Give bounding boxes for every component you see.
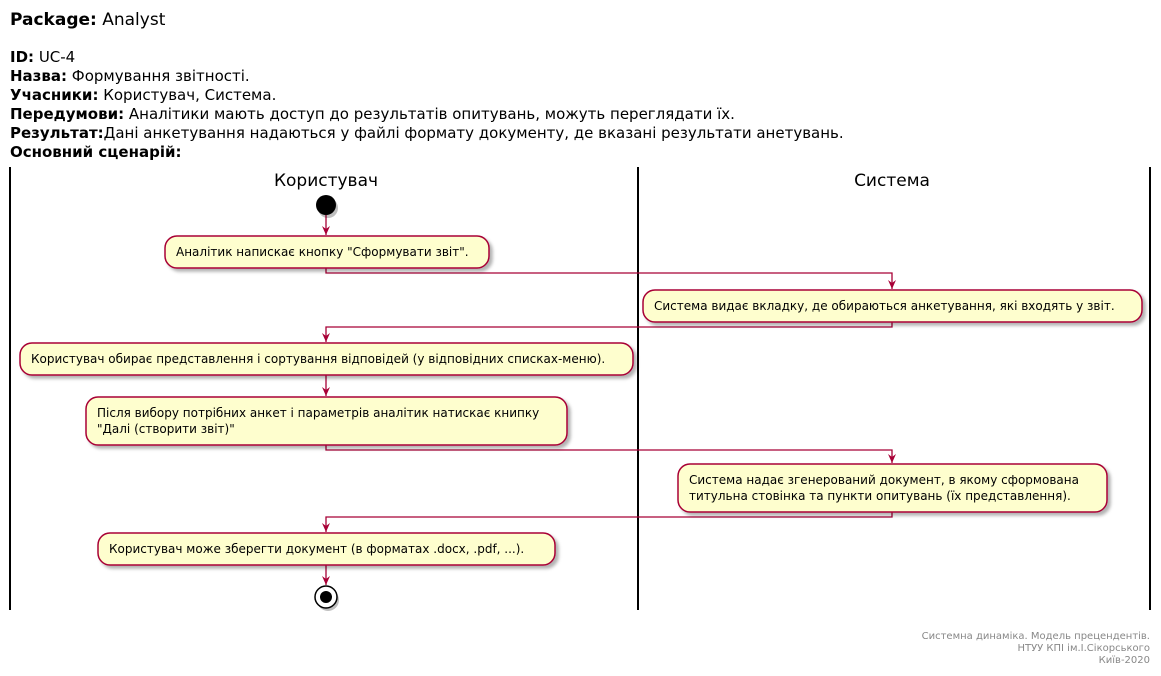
- activity-label: Аналітик напискає кнопку "Сформувати зві…: [176, 245, 469, 259]
- activity-box: [642, 289, 1143, 323]
- id-value: UC-4: [38, 48, 76, 66]
- activity-box: [19, 342, 634, 376]
- swimlane-title: Користувач: [274, 171, 378, 191]
- activity-label: Після вибору потрібних анкет і параметрі…: [97, 406, 539, 420]
- id-label: ID:: [10, 48, 35, 66]
- actors-line: Учасники: Користувач, Система.: [10, 86, 1150, 105]
- flow-arrow: [322, 322, 893, 342]
- swimlane-title: Система: [854, 171, 930, 191]
- activity-label: Система видає вкладку, де обираються анк…: [654, 299, 1115, 313]
- result-line: Результат:Дані анкетування надаються у ф…: [10, 124, 1150, 143]
- actors-label: Учасники:: [10, 86, 99, 104]
- end-node-core: [320, 591, 332, 603]
- activity-node: Система видає вкладку, де обираються анк…: [642, 289, 1143, 323]
- actors-value: Користувач, Система.: [103, 86, 277, 104]
- activity-box: [85, 396, 568, 446]
- footer-line-3: Київ-2020: [1098, 655, 1150, 666]
- activity-label: титульна стовінка та пункти опитувань (ї…: [689, 489, 1071, 503]
- activity-node: Після вибору потрібних анкет і параметрі…: [85, 396, 568, 446]
- activity-node: Аналітик напискає кнопку "Сформувати зві…: [164, 235, 490, 269]
- footer-line-2: НТУУ КПІ ім.І.Сікорського: [1017, 643, 1150, 654]
- use-case-header: Package: Analyst ID: UC-4 Назва: Формува…: [10, 8, 1150, 162]
- activity-node: Користувач обирає представлення і сортув…: [19, 342, 634, 376]
- activity-box: [677, 463, 1108, 513]
- activity-node: Користувач може зберегти документ (в фор…: [97, 532, 556, 566]
- precondition-label: Передумови:: [10, 105, 125, 123]
- id-line: ID: UC-4: [10, 48, 1150, 67]
- activity-label: Користувач обирає представлення і сортув…: [31, 352, 605, 366]
- result-label: Результат:: [10, 124, 104, 142]
- name-line: Назва: Формування звітності.: [10, 67, 1150, 86]
- precondition-value: Аналітики мають доступ до результатів оп…: [128, 105, 735, 123]
- package-value: Analyst: [102, 10, 166, 30]
- activity-label: Система надає згенерований документ, в я…: [689, 473, 1079, 487]
- flow-arrow: [322, 512, 893, 532]
- scenario-label: Основний сценарій:: [10, 143, 182, 161]
- result-value: Дані анкетування надаються у файлі форма…: [103, 124, 844, 142]
- footer: Системна динаміка. Модель прецендентів. …: [922, 631, 1150, 667]
- name-value: Формування звітності.: [71, 67, 250, 85]
- name-label: Назва:: [10, 67, 68, 85]
- precondition-line: Передумови: Аналітики мають доступ до ре…: [10, 105, 1150, 124]
- activity-box: [97, 532, 556, 566]
- start-node: [316, 195, 336, 215]
- activity-label: "Далі (створити звіт)": [97, 422, 235, 436]
- footer-line-1: Системна динаміка. Модель прецендентів.: [921, 631, 1150, 642]
- flow-arrow: [325, 268, 896, 289]
- activity-box: [164, 235, 490, 269]
- activity-node: Система надає згенерований документ, в я…: [677, 463, 1108, 513]
- activity-label: Користувач може зберегти документ (в фор…: [109, 542, 524, 556]
- package-line: Package: Analyst: [10, 8, 1150, 32]
- package-label: Package:: [10, 10, 97, 30]
- flow-arrow: [325, 445, 896, 463]
- scenario-line: Основний сценарій:: [10, 143, 1150, 162]
